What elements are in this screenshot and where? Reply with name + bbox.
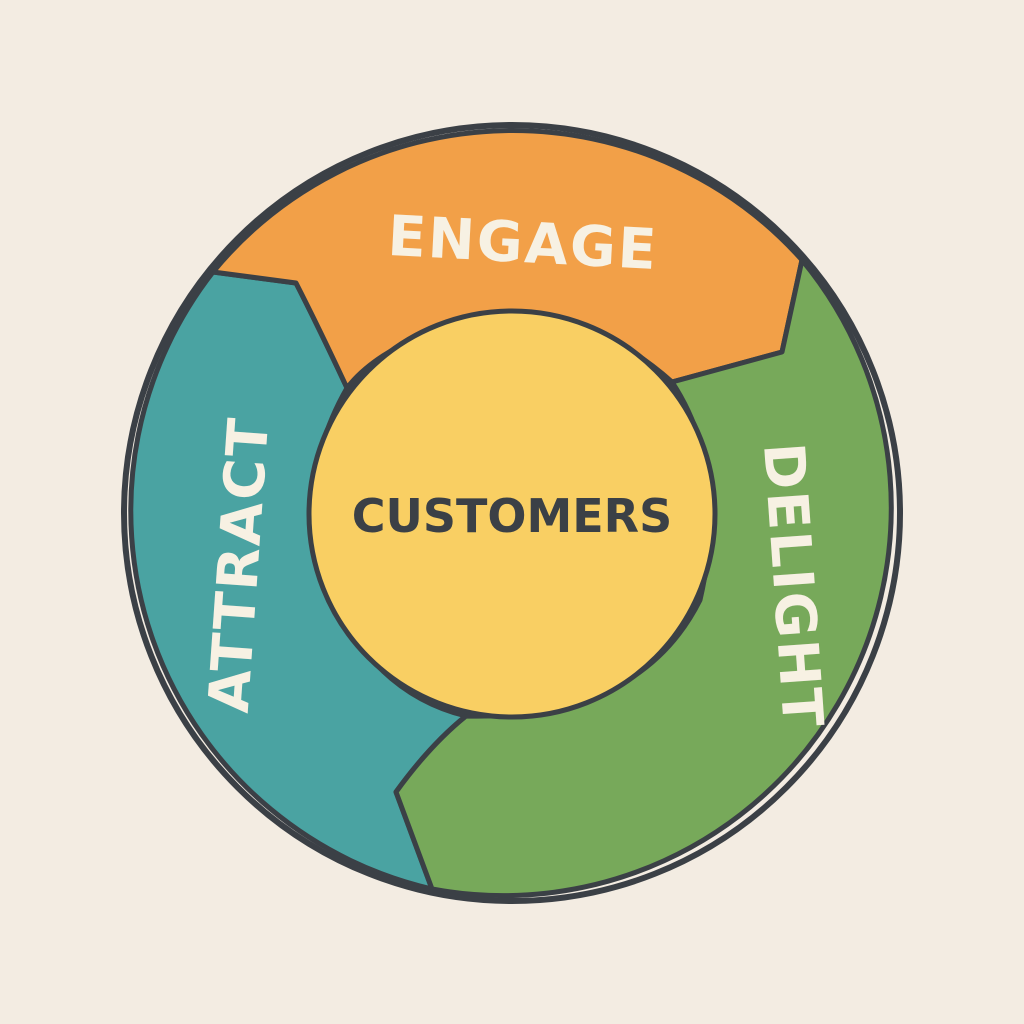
outer-ring: [121, 122, 903, 904]
engage-label: ENGAGE: [386, 204, 660, 283]
center-hub: [306, 308, 718, 720]
delight-segment: [393, 257, 894, 899]
center-label: CUSTOMERS: [352, 489, 672, 543]
